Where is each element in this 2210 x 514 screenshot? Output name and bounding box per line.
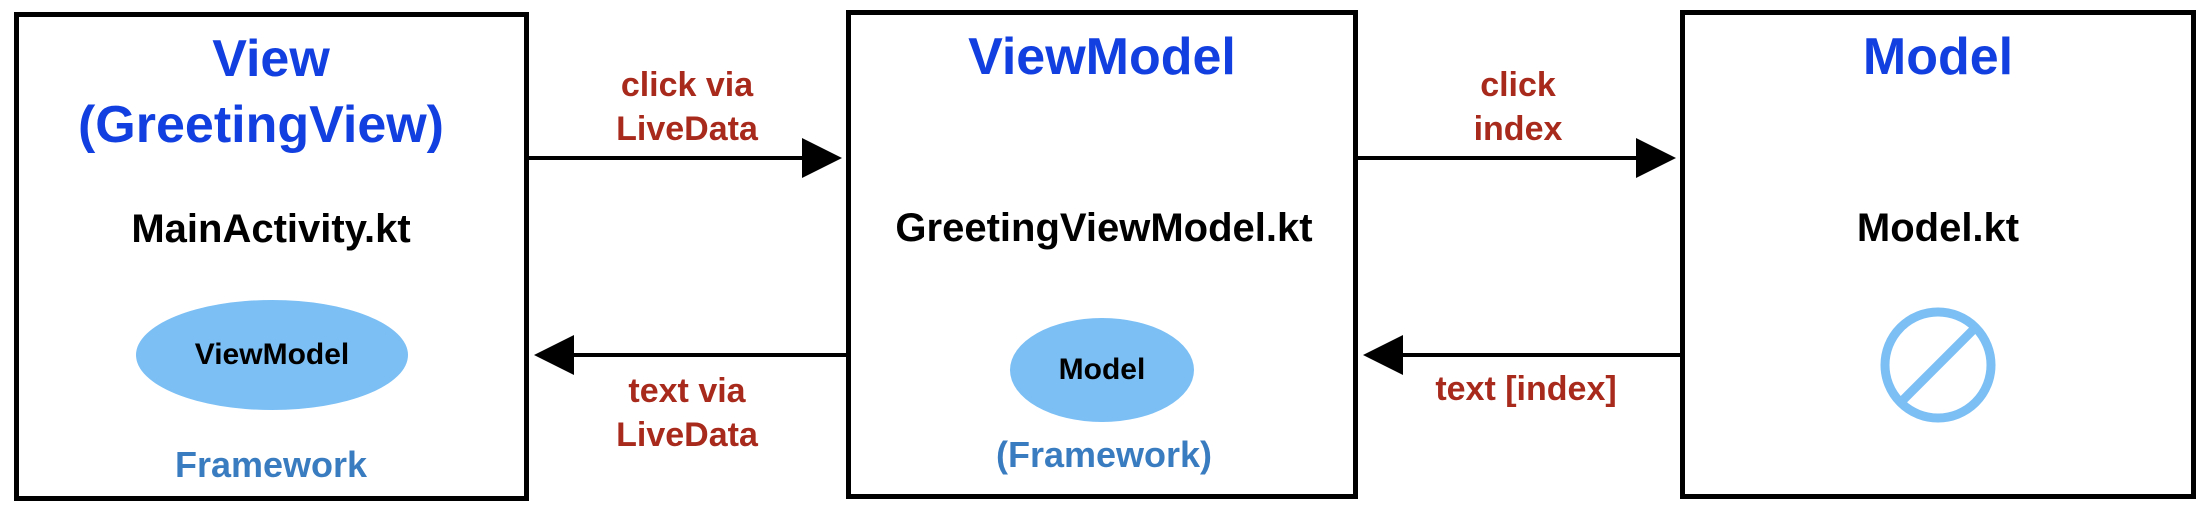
arrow-label-livedata-top: LiveData <box>616 110 758 148</box>
view-subtitle: (GreetingView) <box>77 96 445 154</box>
arrow-label-click: click <box>1480 66 1556 104</box>
view-file-name: MainActivity.kt <box>131 207 411 251</box>
viewmodel-framework-label: (Framework) <box>995 434 1213 475</box>
viewmodel-model-ellipse: Model <box>1010 318 1194 422</box>
model-box <box>1680 10 2196 499</box>
no-framework-icon <box>1880 307 1996 423</box>
arrow-label-click-via: click via <box>620 66 754 104</box>
view-framework-label: Framework <box>174 444 368 485</box>
arrow-label-text-via: text via <box>628 372 746 410</box>
view-title: View <box>212 30 330 88</box>
arrow-label-index: index <box>1473 110 1563 148</box>
view-box <box>14 12 529 501</box>
viewmodel-file-name: GreetingViewModel.kt <box>895 206 1313 250</box>
view-viewmodel-ellipse: ViewModel <box>136 300 408 410</box>
model-file-name: Model.kt <box>1856 206 2020 250</box>
arrow-label-livedata-bottom: LiveData <box>616 416 758 454</box>
arrow-label-text-index: text [index] <box>1435 370 1617 408</box>
model-title: Model <box>1862 28 2014 86</box>
viewmodel-title: ViewModel <box>968 28 1236 86</box>
viewmodel-ellipse-label: Model <box>1058 353 1146 386</box>
view-ellipse-label: ViewModel <box>194 338 350 371</box>
